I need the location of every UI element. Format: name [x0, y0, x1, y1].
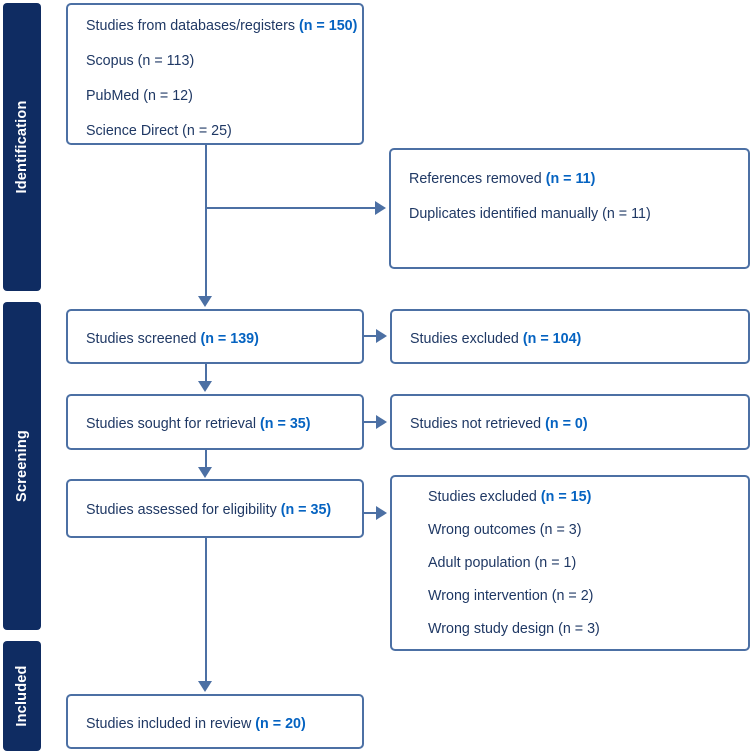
box-records-identified: Studies from databases/registers (n = 15… — [66, 3, 364, 145]
box-studies-included: Studies included in review (n = 20) — [66, 694, 364, 749]
box-line-text: Studies not retrieved — [410, 416, 546, 432]
box-reports-excluded: Studies excluded (n = 15) Wrong outcomes… — [390, 475, 750, 651]
box-line-text: Adult population (n = 1) — [428, 555, 577, 571]
arrow-screened-to-excluded — [376, 329, 387, 343]
box-line-text: Studies screened — [86, 331, 201, 347]
box-line-text: Wrong study design (n = 3) — [428, 621, 600, 637]
box-line-text: Wrong outcomes (n = 3) — [428, 522, 582, 538]
connector-identified-to-screened — [205, 144, 207, 296]
box-line-count: (n = 139) — [200, 331, 259, 347]
box-line-text: Studies excluded — [410, 331, 523, 347]
box-line: Science Direct (n = 25) — [86, 123, 352, 139]
box-line-text: Science Direct (n = 25) — [86, 123, 232, 139]
box-line-count: (n = 35) — [280, 502, 332, 518]
box-line-text: Studies sought for retrieval — [86, 416, 261, 432]
box-line: Studies excluded (n = 15) — [428, 489, 738, 505]
box-line: Wrong outcomes (n = 3) — [428, 522, 738, 538]
box-line-count: (n = 150) — [298, 18, 358, 34]
arrow-identified-to-removed — [375, 201, 386, 215]
arrow-sought-to-assessed — [198, 467, 212, 478]
connector-screened-to-excluded — [363, 335, 377, 337]
box-line: Studies excluded (n = 104) — [410, 331, 738, 347]
connector-screened-to-sought — [205, 363, 207, 382]
arrow-sought-to-not-retrieved — [376, 415, 387, 429]
stage-bar-screening: Screening — [3, 302, 41, 630]
box-line-count: (n = 0) — [545, 416, 588, 432]
box-line-count: (n = 11) — [545, 171, 596, 187]
stage-label-identification: Identification — [14, 100, 30, 194]
box-line-text: Scopus (n = 113) — [86, 53, 195, 69]
arrow-assessed-to-included — [198, 681, 212, 692]
box-records-removed: References removed (n = 11) Duplicates i… — [389, 148, 750, 269]
box-line-text: Wrong intervention (n = 2) — [428, 588, 594, 604]
box-reports-not-retrieved: Studies not retrieved (n = 0) — [390, 394, 750, 450]
box-reports-assessed: Studies assessed for eligibility (n = 35… — [66, 479, 364, 538]
box-line: Studies screened (n = 139) — [86, 331, 352, 347]
box-line: Studies sought for retrieval (n = 35) — [86, 416, 352, 432]
box-records-screened: Studies screened (n = 139) — [66, 309, 364, 364]
connector-identified-to-removed — [205, 207, 375, 209]
arrow-screened-to-sought — [198, 381, 212, 392]
connector-assessed-to-included — [205, 538, 207, 682]
box-line: Wrong intervention (n = 2) — [428, 588, 738, 604]
box-line-text: PubMed (n = 12) — [86, 88, 193, 104]
box-line-text: Studies from databases/registers — [86, 18, 299, 34]
box-line: Studies from databases/registers (n = 15… — [86, 18, 357, 34]
arrow-assessed-to-reports-excluded — [376, 506, 387, 520]
box-line-count: (n = 20) — [255, 716, 306, 732]
box-line-text: Studies assessed for eligibility — [86, 502, 281, 518]
box-line: PubMed (n = 12) — [86, 88, 352, 104]
box-line-text: Duplicates identified manually (n = 11) — [409, 206, 651, 222]
box-line-text: Studies excluded — [428, 489, 541, 505]
stage-label-included: Included — [14, 665, 30, 727]
box-line: Wrong study design (n = 3) — [428, 621, 738, 637]
stage-bar-identification: Identification — [3, 3, 41, 291]
box-line: Studies included in review (n = 20) — [86, 716, 352, 732]
box-records-excluded: Studies excluded (n = 104) — [390, 309, 750, 364]
box-line-count: (n = 15) — [540, 489, 592, 505]
stage-bar-included: Included — [3, 641, 41, 751]
box-line: References removed (n = 11) — [409, 171, 738, 187]
connector-sought-to-not-retrieved — [363, 421, 377, 423]
box-reports-sought: Studies sought for retrieval (n = 35) — [66, 394, 364, 450]
connector-assessed-to-reports-excluded — [363, 512, 377, 514]
arrow-identified-to-screened — [198, 296, 212, 307]
box-line: Studies not retrieved (n = 0) — [410, 416, 738, 432]
box-line-text: Studies included in review — [86, 716, 256, 732]
box-line: Scopus (n = 113) — [86, 53, 352, 69]
box-line: Duplicates identified manually (n = 11) — [409, 206, 738, 222]
box-line: Studies assessed for eligibility (n = 35… — [86, 502, 352, 518]
box-line-count: (n = 104) — [522, 331, 582, 347]
stage-label-screening: Screening — [14, 430, 30, 502]
box-line-count: (n = 35) — [260, 416, 311, 432]
box-line-text: References removed — [409, 171, 546, 187]
box-line: Adult population (n = 1) — [428, 555, 738, 571]
connector-sought-to-assessed — [205, 450, 207, 468]
